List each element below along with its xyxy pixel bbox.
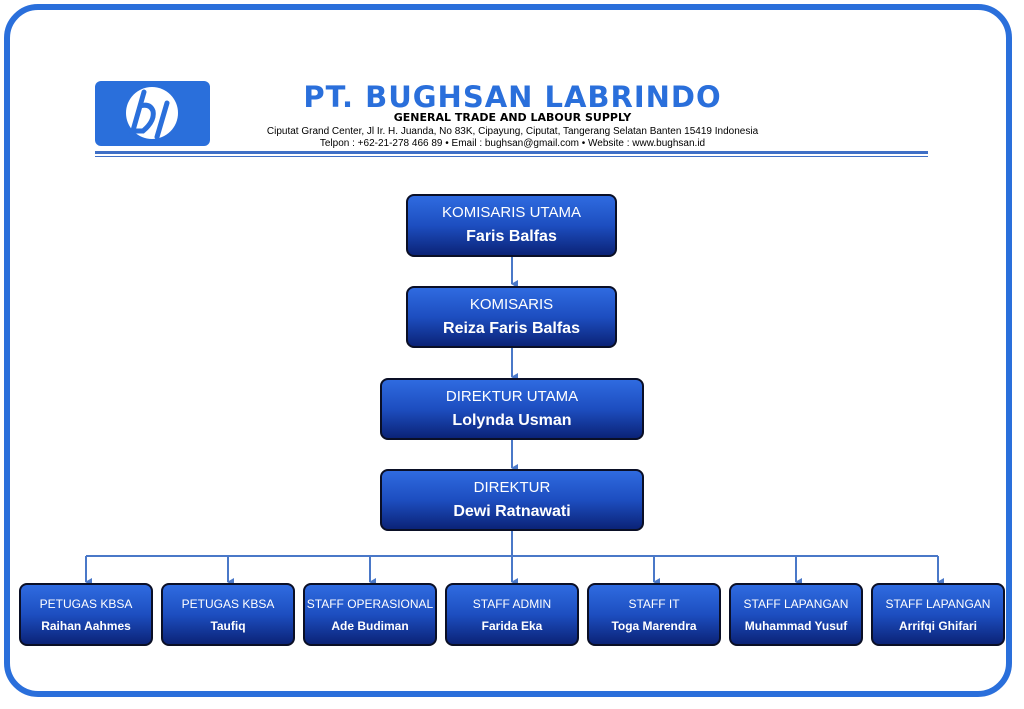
- org-box-staff-6: STAFF LAPANGAN Muhammad Yusuf: [729, 583, 863, 646]
- org-role: KOMISARIS: [469, 296, 554, 313]
- org-person: Raihan Aahmes: [41, 619, 131, 633]
- company-tagline: GENERAL TRADE AND LABOUR SUPPLY: [393, 111, 632, 124]
- org-person: Toga Marendra: [611, 619, 697, 633]
- org-person: Farida Eka: [481, 619, 543, 633]
- org-person: Muhammad Yusuf: [744, 619, 848, 633]
- org-role: PETUGAS KBSA: [181, 597, 275, 611]
- org-person: Faris Balfas: [466, 228, 557, 245]
- header-divider-thin: [95, 156, 928, 157]
- org-box-direktur-utama: DIREKTUR UTAMA Lolynda Usman: [380, 378, 644, 440]
- org-box-staff-3: STAFF OPERASIONAL Ade Budiman: [303, 583, 437, 646]
- org-box-staff-1: PETUGAS KBSA Raihan Aahmes: [19, 583, 153, 646]
- company-name: PT. BUGHSAN LABRINDO: [303, 80, 722, 114]
- org-box-staff-7: STAFF LAPANGAN Arrifqi Ghifari: [871, 583, 1005, 646]
- org-person: Taufiq: [210, 619, 246, 633]
- org-box-komisaris-utama: KOMISARIS UTAMA Faris Balfas: [406, 194, 617, 257]
- org-box-komisaris: KOMISARIS Reiza Faris Balfas: [406, 286, 617, 348]
- org-box-staff-4: STAFF ADMIN Farida Eka: [445, 583, 579, 646]
- org-role: STAFF OPERASIONAL: [306, 597, 434, 611]
- header-divider-thick: [95, 151, 928, 154]
- org-role: DIREKTUR: [473, 479, 551, 496]
- company-contact: Telpon : +62-21-278 466 89 • Email : bug…: [319, 138, 706, 149]
- page-frame: [4, 4, 1012, 697]
- org-role: DIREKTUR UTAMA: [445, 388, 579, 405]
- org-box-staff-2: PETUGAS KBSA Taufiq: [161, 583, 295, 646]
- org-box-direktur: DIREKTUR Dewi Ratnawati: [380, 469, 644, 531]
- company-logo: [95, 81, 210, 146]
- org-person: Lolynda Usman: [452, 412, 572, 429]
- org-role: STAFF LAPANGAN: [885, 597, 991, 611]
- company-address: Ciputat Grand Center, Jl Ir. H. Juanda, …: [266, 126, 759, 137]
- org-role: STAFF ADMIN: [472, 597, 552, 611]
- org-role: PETUGAS KBSA: [39, 597, 133, 611]
- org-role: STAFF IT: [628, 597, 680, 611]
- org-person: Reiza Faris Balfas: [443, 320, 580, 337]
- org-person: Dewi Ratnawati: [453, 503, 571, 520]
- org-role: STAFF LAPANGAN: [743, 597, 849, 611]
- org-box-staff-5: STAFF IT Toga Marendra: [587, 583, 721, 646]
- org-person: Ade Budiman: [331, 619, 409, 633]
- org-person: Arrifqi Ghifari: [898, 619, 977, 633]
- logo-icon: [126, 87, 178, 140]
- org-role: KOMISARIS UTAMA: [442, 204, 581, 221]
